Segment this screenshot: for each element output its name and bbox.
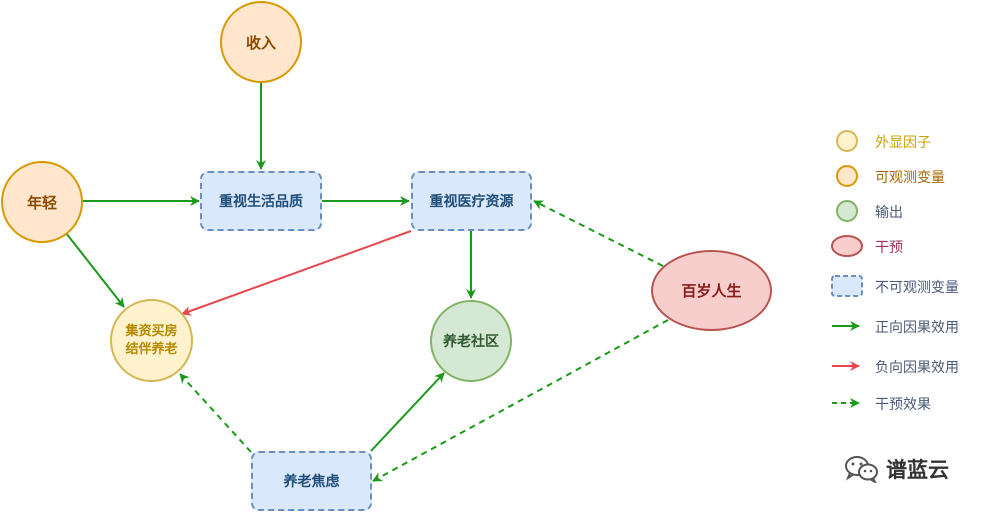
legend-positive-label: 正向因果效用 xyxy=(875,320,959,336)
legend-output-swatch xyxy=(836,200,858,222)
legend-intervention-swatch xyxy=(831,235,863,257)
node-medical: 重视医疗资源 xyxy=(411,171,532,231)
legend-output-label: 输出 xyxy=(875,205,903,221)
legend-unobserved-label: 不可观测变量 xyxy=(875,280,959,296)
node-centenarian-label: 百岁人生 xyxy=(681,282,742,300)
node-quality-label: 重视生活品质 xyxy=(219,194,303,210)
node-house-label-line2: 结伴养老 xyxy=(125,341,178,357)
node-community: 养老社区 xyxy=(430,300,512,382)
edge-anxiety-community xyxy=(370,372,445,452)
node-medical-label: 重视医疗资源 xyxy=(429,194,514,210)
watermark-text: 谱蓝云 xyxy=(886,458,949,482)
watermark: 谱蓝云 xyxy=(844,454,949,484)
legend-external-swatch xyxy=(836,130,858,152)
legend-intervention-label: 干预 xyxy=(875,240,903,256)
node-income: 收入 xyxy=(220,1,302,83)
wechat-icon xyxy=(845,456,878,483)
edge-young-house xyxy=(65,232,125,308)
node-house: 集资买房 结伴养老 xyxy=(110,299,193,382)
edge-centenarian-medical xyxy=(533,200,664,267)
legend-external-label: 外显因子 xyxy=(875,135,931,151)
node-anxiety: 养老焦虑 xyxy=(251,451,372,511)
edge-anxiety-house xyxy=(179,373,252,453)
node-quality: 重视生活品质 xyxy=(200,171,322,231)
node-house-label-line1: 集资买房 xyxy=(125,323,178,339)
node-young: 年轻 xyxy=(1,161,83,243)
edge-centenarian-anxiety xyxy=(372,319,669,482)
edge-medical-house xyxy=(181,230,412,316)
node-anxiety-label: 养老焦虑 xyxy=(283,474,340,490)
node-income-label: 收入 xyxy=(245,33,276,52)
node-young-label: 年轻 xyxy=(26,193,57,212)
node-centenarian: 百岁人生 xyxy=(651,250,772,331)
legend-negative-label: 负向因果效用 xyxy=(875,360,959,376)
legend-effect-label: 干预效果 xyxy=(875,397,931,413)
legend-unobserved-swatch xyxy=(831,275,863,297)
legend-observed-swatch xyxy=(836,165,858,187)
legend-observed-label: 可观测变量 xyxy=(875,170,945,186)
node-community-label: 养老社区 xyxy=(443,334,499,350)
